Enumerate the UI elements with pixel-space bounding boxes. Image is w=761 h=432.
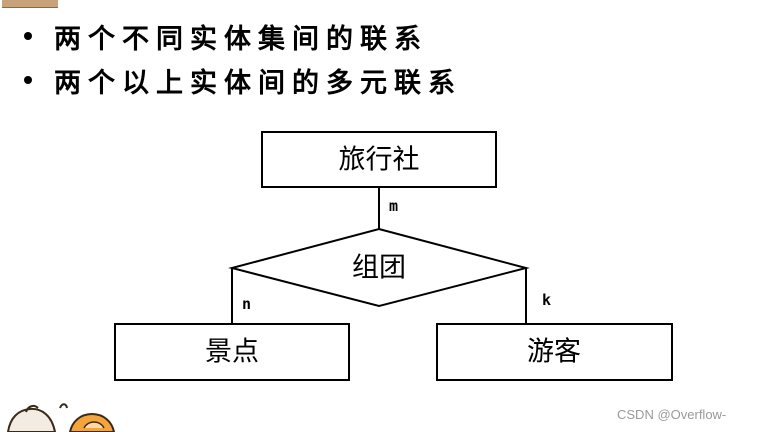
relationship-tour-group: 组团 bbox=[228, 227, 530, 308]
relationship-diamond bbox=[228, 227, 530, 308]
watermark-text: CSDN @Overflow- bbox=[617, 407, 727, 422]
bullet-item: 两个以上实体间的多元联系 bbox=[24, 58, 462, 102]
cardinality-right: k bbox=[542, 291, 551, 309]
entity-scenic-spot: 景点 bbox=[114, 323, 350, 381]
entity-travel-agency: 旅行社 bbox=[261, 131, 497, 188]
bullet-item: 两个不同实体集间的联系 bbox=[24, 14, 462, 58]
entity-tourist: 游客 bbox=[436, 323, 673, 381]
entity-box bbox=[114, 323, 350, 381]
mascot-cartoon-icon bbox=[6, 403, 116, 432]
entity-box bbox=[436, 323, 673, 381]
bullet-list: 两个不同实体集间的联系 两个以上实体间的多元联系 bbox=[24, 14, 462, 102]
entity-label: 游客 bbox=[527, 337, 581, 368]
bullet-dot-icon bbox=[24, 76, 32, 84]
entity-label: 旅行社 bbox=[339, 145, 420, 176]
cardinality-top: m bbox=[389, 197, 398, 215]
entity-label: 景点 bbox=[205, 337, 259, 368]
relationship-label: 组团 bbox=[352, 253, 406, 284]
cardinality-left: n bbox=[242, 295, 251, 313]
bullet-text: 两个以上实体间的多元联系 bbox=[54, 67, 462, 99]
corner-tab-decoration bbox=[2, 0, 58, 8]
bullet-text: 两个不同实体集间的联系 bbox=[54, 23, 428, 55]
bullet-dot-icon bbox=[24, 32, 32, 40]
entity-box bbox=[261, 131, 497, 188]
